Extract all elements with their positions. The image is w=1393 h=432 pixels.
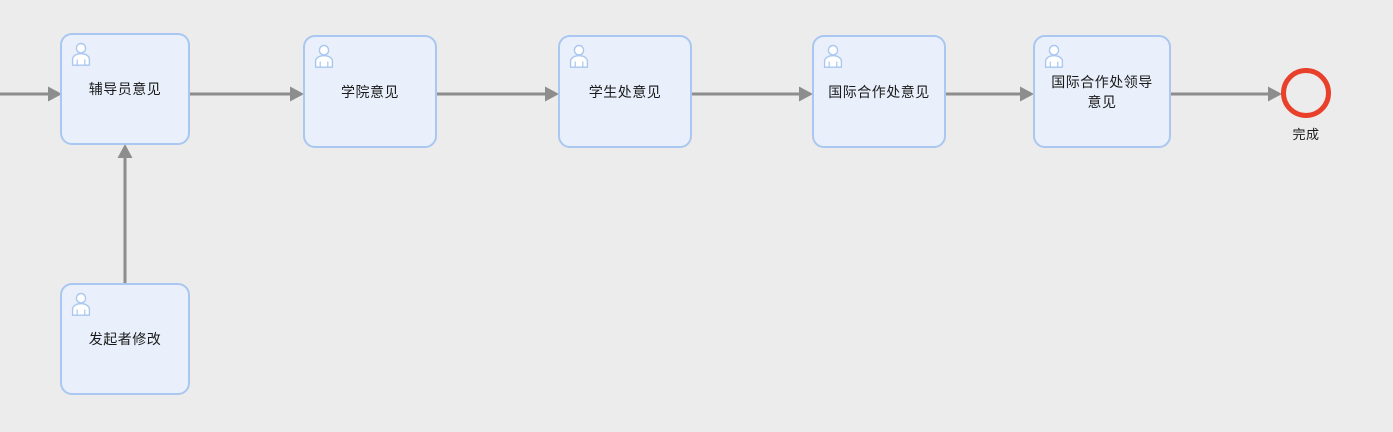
task-node-fudaoyuan[interactable]: 辅导员意见 [60,33,190,145]
user-icon [70,41,92,67]
task-node-label: 国际合作处领导 意见 [1051,73,1153,110]
task-node-label: 辅导员意见 [88,81,162,97]
task-node-guojihezuochu-lingdao[interactable]: 国际合作处领导 意见 [1033,35,1171,148]
edge-n5-to-end[interactable] [1171,84,1285,104]
end-event-node[interactable] [1281,68,1331,118]
user-icon [1043,43,1065,69]
task-node-label: 国际合作处意见 [828,83,930,100]
task-node-label: 学生处意见 [588,83,662,100]
edge-start-to-n1[interactable] [0,84,64,104]
user-icon [313,43,335,69]
task-node-guojihezuochu[interactable]: 国际合作处意见 [812,35,946,148]
task-node-faqizhe-xiugai[interactable]: 发起者修改 [60,283,190,395]
task-node-label: 学院意见 [341,83,399,100]
edge-n1-to-n2[interactable] [190,84,307,104]
edge-n2-to-n3[interactable] [437,84,562,104]
user-icon [822,43,844,69]
edge-n3-to-n4[interactable] [692,84,816,104]
user-icon [568,43,590,69]
task-node-label: 发起者修改 [88,331,162,347]
task-node-xueyuan[interactable]: 学院意见 [303,35,437,148]
edge-n6-to-n1[interactable] [115,142,135,285]
end-event-label: 完成 [1292,127,1320,142]
user-icon [70,291,92,317]
edge-n4-to-n5[interactable] [946,84,1037,104]
task-node-xueshengchu[interactable]: 学生处意见 [558,35,692,148]
